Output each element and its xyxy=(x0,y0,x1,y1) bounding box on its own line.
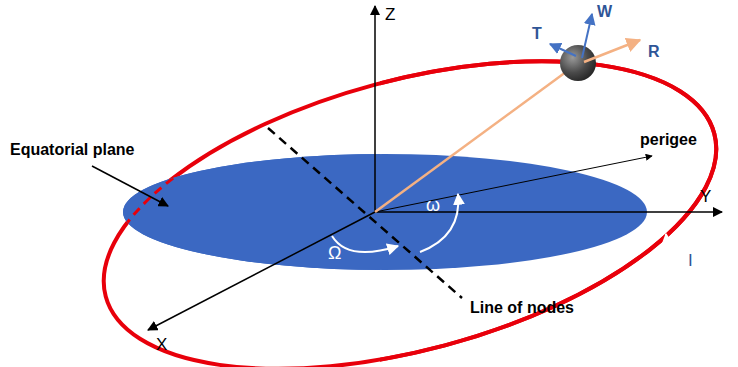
x-axis xyxy=(148,212,375,330)
angle-symbol: Ω xyxy=(328,244,341,262)
w-vector xyxy=(582,14,592,58)
angle-symbol: I xyxy=(688,252,693,269)
axis-label: Z xyxy=(385,6,395,23)
orbit-hidden xyxy=(71,3,738,367)
orbit-front xyxy=(380,3,738,367)
vector-label: W xyxy=(597,4,612,20)
axis-label: Y xyxy=(700,188,711,205)
axis-label: X xyxy=(156,336,167,353)
angle-symbol: ω xyxy=(426,196,440,214)
radius-vector xyxy=(375,69,570,212)
r-vector xyxy=(584,40,640,62)
pointer-arrow xyxy=(92,166,168,206)
argument-perigee-arc xyxy=(420,194,458,252)
plane-label: Equatorial plane xyxy=(10,142,134,158)
t-vector xyxy=(550,44,576,56)
raan-arc xyxy=(332,236,398,252)
line-label: Line of nodes xyxy=(470,300,574,316)
perigee-line xyxy=(375,156,652,212)
vector-label: T xyxy=(532,26,542,42)
line-of-nodes xyxy=(268,128,462,298)
inclination-arc xyxy=(652,234,666,262)
z-axis xyxy=(374,6,376,212)
vector-label: R xyxy=(648,44,660,60)
direction-label: perigee xyxy=(640,132,697,148)
